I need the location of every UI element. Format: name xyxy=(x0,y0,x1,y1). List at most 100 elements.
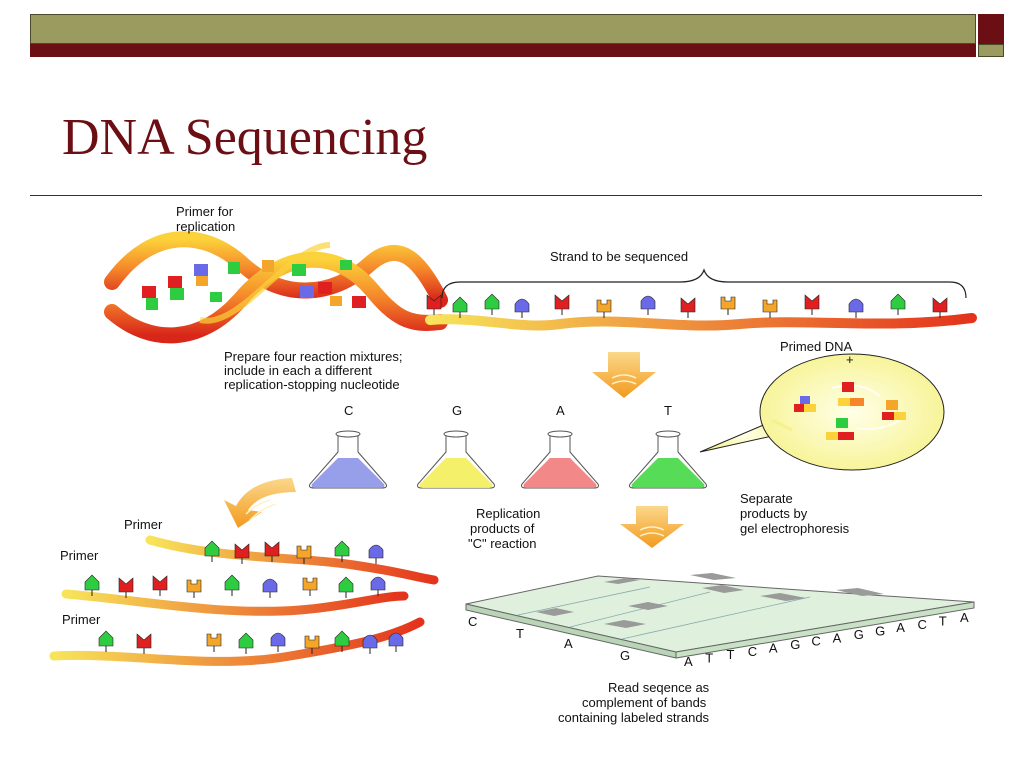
product-1-base-0 xyxy=(204,540,220,562)
double-helix xyxy=(104,231,448,344)
product-3-base-8 xyxy=(388,632,404,652)
strand-base-11 xyxy=(848,298,864,318)
strand-base-8 xyxy=(720,296,736,315)
primer-label-3: Primer xyxy=(62,612,101,627)
primed-dna-bubble xyxy=(699,353,945,471)
read-sequence-letter-3: C xyxy=(748,644,757,659)
product-2-base-6 xyxy=(302,577,318,596)
gel-lane-label-2: A xyxy=(564,636,573,651)
strand-base-5 xyxy=(596,299,612,318)
separate-products-line-1: Separate xyxy=(740,491,793,506)
replication-products-line-1: Replication xyxy=(476,506,540,521)
strand-base-10 xyxy=(804,294,820,315)
curved-arrow-icon xyxy=(224,478,296,528)
strand-base-4 xyxy=(554,294,570,315)
primer-for-replication-label-1: Primer for xyxy=(176,204,234,219)
read-sequence-letter-0: A xyxy=(684,654,693,669)
product-1-base-3 xyxy=(296,545,312,564)
gel-lane-label-1: T xyxy=(516,626,524,641)
replication-products-line-3: "C" reaction xyxy=(468,536,536,551)
primer-label-1: Primer xyxy=(124,517,163,532)
header-stripe xyxy=(30,44,976,57)
strand-base-0 xyxy=(426,294,442,315)
strand-base-3 xyxy=(514,298,530,318)
product-3-base-7 xyxy=(362,634,378,654)
primer-for-replication-label-2: replication xyxy=(176,219,235,234)
header-corner-light xyxy=(978,44,1004,57)
strand-to-be-sequenced-label: Strand to be sequenced xyxy=(550,249,688,264)
product-2-base-0 xyxy=(84,574,100,596)
gel-lane-label-0: C xyxy=(468,614,477,629)
header-bar xyxy=(30,14,976,44)
prepare-mixtures-line-3: replication-stopping nucleotide xyxy=(224,377,400,392)
product-1-base-1 xyxy=(234,543,250,564)
flask-c: C xyxy=(309,403,387,489)
separate-products-line-3: gel electrophoresis xyxy=(740,521,850,536)
flask-label-t: T xyxy=(664,403,672,418)
read-sequence-letter-10: A xyxy=(896,620,905,635)
product-strand-1 xyxy=(145,535,439,585)
product-2-base-4 xyxy=(224,574,240,596)
read-sequence-letter-8: G xyxy=(854,627,864,642)
product-2-base-2 xyxy=(152,575,168,596)
primed-dna-plus: + xyxy=(846,352,854,367)
flask-t: T xyxy=(629,403,707,489)
slide-title: DNA Sequencing xyxy=(62,109,428,166)
primed-dna-label: Primed DNA xyxy=(780,339,853,354)
strand-brace xyxy=(441,268,967,299)
strand-base-13 xyxy=(932,297,948,318)
product-3-base-6 xyxy=(334,630,350,652)
product-2-base-7 xyxy=(338,576,354,598)
title-divider xyxy=(30,195,982,196)
product-3-base-5 xyxy=(304,635,320,654)
read-sequence-letter-11: C xyxy=(918,617,927,632)
strand-base-12 xyxy=(890,293,906,315)
product-3-base-4 xyxy=(270,632,286,652)
product-3-base-3 xyxy=(238,632,254,654)
product-1-base-5 xyxy=(368,544,384,564)
down-arrow-icon-2 xyxy=(620,506,684,548)
strand-base-6 xyxy=(640,295,656,315)
replication-products-line-2: products of xyxy=(470,521,535,536)
read-sequence-letter-6: C xyxy=(811,634,820,649)
helix-base-pairs xyxy=(142,260,366,310)
flask-g: G xyxy=(417,403,495,489)
separate-products-line-2: products by xyxy=(740,506,808,521)
flask-label-c: C xyxy=(344,403,353,418)
replication-product-strands xyxy=(49,535,439,666)
header-corner-dark xyxy=(978,14,1004,44)
prepare-mixtures-line-1: Prepare four reaction mixtures; xyxy=(224,349,402,364)
product-2-base-5 xyxy=(262,578,278,598)
read-sequence-letter-5: G xyxy=(790,637,800,652)
primer-label-2: Primer xyxy=(60,548,99,563)
read-caption-line-3: containing labeled strands xyxy=(558,710,710,725)
product-3-base-1 xyxy=(136,633,152,654)
read-caption-line-2: complement of bands xyxy=(582,695,707,710)
strand-base-7 xyxy=(680,297,696,318)
product-2-base-3 xyxy=(186,579,202,598)
flask-label-a: A xyxy=(556,403,565,418)
strand-base-2 xyxy=(484,293,500,315)
product-strand-3 xyxy=(49,617,425,666)
read-sequence-letter-1: T xyxy=(705,651,713,666)
product-3-base-0 xyxy=(98,630,114,652)
read-sequence-letter-13: A xyxy=(960,610,969,625)
strand-base-9 xyxy=(762,299,778,318)
product-3-base-2 xyxy=(206,633,222,652)
read-sequence-letter-4: A xyxy=(769,641,778,656)
read-sequence-letter-7: A xyxy=(833,630,842,645)
gel-lane-labels: C T A G xyxy=(468,614,630,663)
product-2-base-8 xyxy=(370,576,386,596)
flask-label-g: G xyxy=(452,403,462,418)
electrophoresis-gel xyxy=(465,573,975,659)
gel-lane-label-3: G xyxy=(620,648,630,663)
read-caption-line-1: Read seqence as xyxy=(608,680,710,695)
product-strand-2 xyxy=(61,589,409,616)
read-sequence-letter-12: T xyxy=(939,613,947,628)
down-arrow-icon xyxy=(592,352,656,398)
template-strand xyxy=(425,313,977,331)
product-1-base-4 xyxy=(334,540,350,562)
